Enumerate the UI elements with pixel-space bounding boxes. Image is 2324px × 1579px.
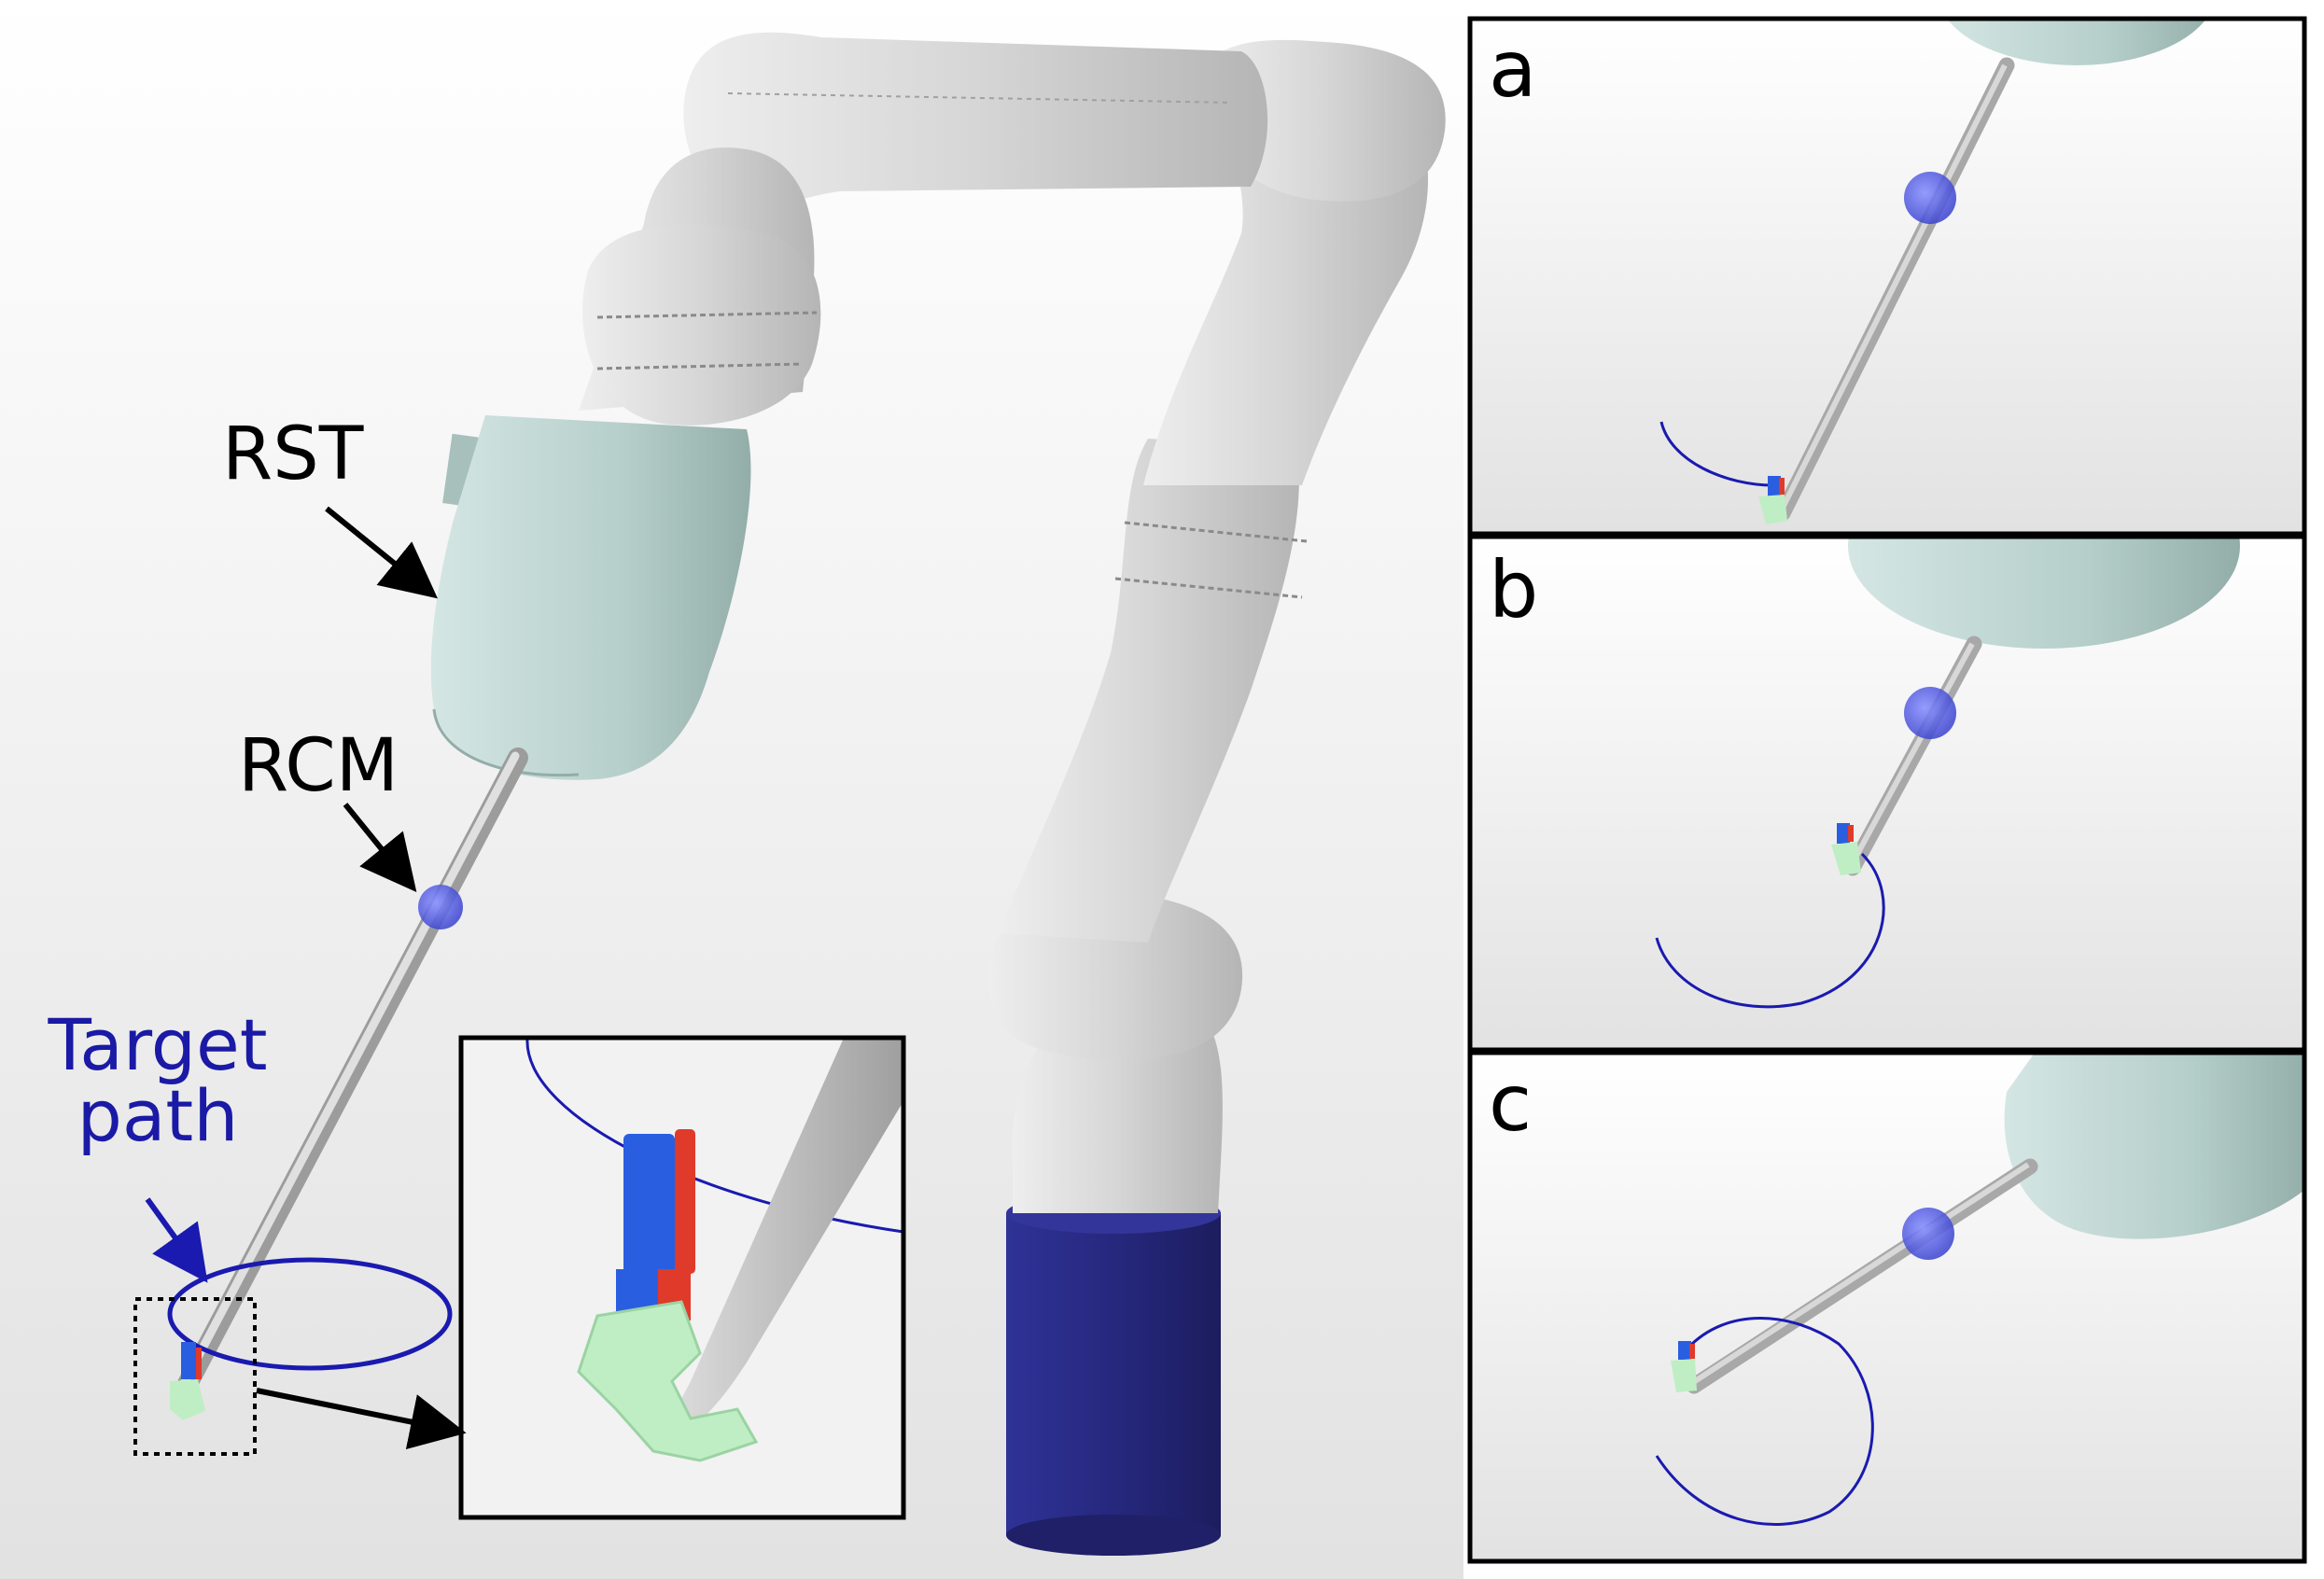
- inset-gripper-red: [675, 1129, 695, 1274]
- panel-a-gripper: [1758, 495, 1787, 524]
- robot-base: [1006, 1193, 1221, 1556]
- inset-gripper-blue: [623, 1134, 675, 1274]
- rcm-label: RCM: [238, 724, 399, 808]
- panel-c-gripper: [1671, 1359, 1697, 1392]
- robot-link-top: [683, 32, 1268, 208]
- robot-link-middle: [999, 439, 1299, 943]
- gripper-small: [170, 1342, 205, 1420]
- rcm-arrow: [343, 803, 417, 892]
- target-path-label-line2: path: [77, 1074, 239, 1157]
- zoom-selection-box: [133, 1297, 257, 1456]
- panel-c-target-path: [1655, 1317, 1874, 1526]
- panel-b: [1467, 534, 2307, 1053]
- rst-label: RST: [222, 412, 364, 496]
- robot-joint-wrist: [582, 224, 821, 426]
- panel-a: [1467, 16, 2307, 537]
- zoom-inset-border: [458, 1035, 906, 1520]
- inset-gripper-wrist: [577, 1300, 759, 1462]
- target-path-label: Target path: [32, 1010, 284, 1152]
- panel-a-label: a: [1489, 23, 1537, 115]
- robot-arm: [133, 32, 1446, 1556]
- zoom-arrow: [256, 1388, 467, 1450]
- rcm-sphere: [418, 885, 463, 929]
- panel-a-rcm: [1904, 172, 1956, 224]
- panel-b-rcm: [1904, 687, 1956, 739]
- tool-housing: [430, 415, 751, 780]
- target-path-arrow: [145, 1197, 208, 1283]
- panel-b-housing: [1848, 537, 2240, 649]
- panel-c-label: c: [1489, 1057, 1533, 1149]
- panel-b-label: b: [1489, 544, 1539, 636]
- panel-c: [1467, 1050, 2307, 1564]
- panel-c-housing: [2004, 1053, 2304, 1239]
- robot-link-lower: [1012, 1008, 1223, 1213]
- robot-joint-top: [1204, 39, 1446, 202]
- zoom-inset: [458, 1035, 906, 1520]
- panel-c-rcm: [1902, 1208, 1954, 1260]
- inset-shaft: [644, 1038, 903, 1446]
- panel-a-target-path: [1659, 421, 1774, 487]
- panel-b-gripper: [1831, 842, 1861, 875]
- panel-b-target-path: [1655, 852, 1885, 1009]
- target-path-label-line1: Target: [48, 1003, 268, 1086]
- rst-arrow: [325, 506, 438, 599]
- target-path-ellipse: [167, 1257, 453, 1371]
- panel-a-housing: [1946, 19, 2207, 65]
